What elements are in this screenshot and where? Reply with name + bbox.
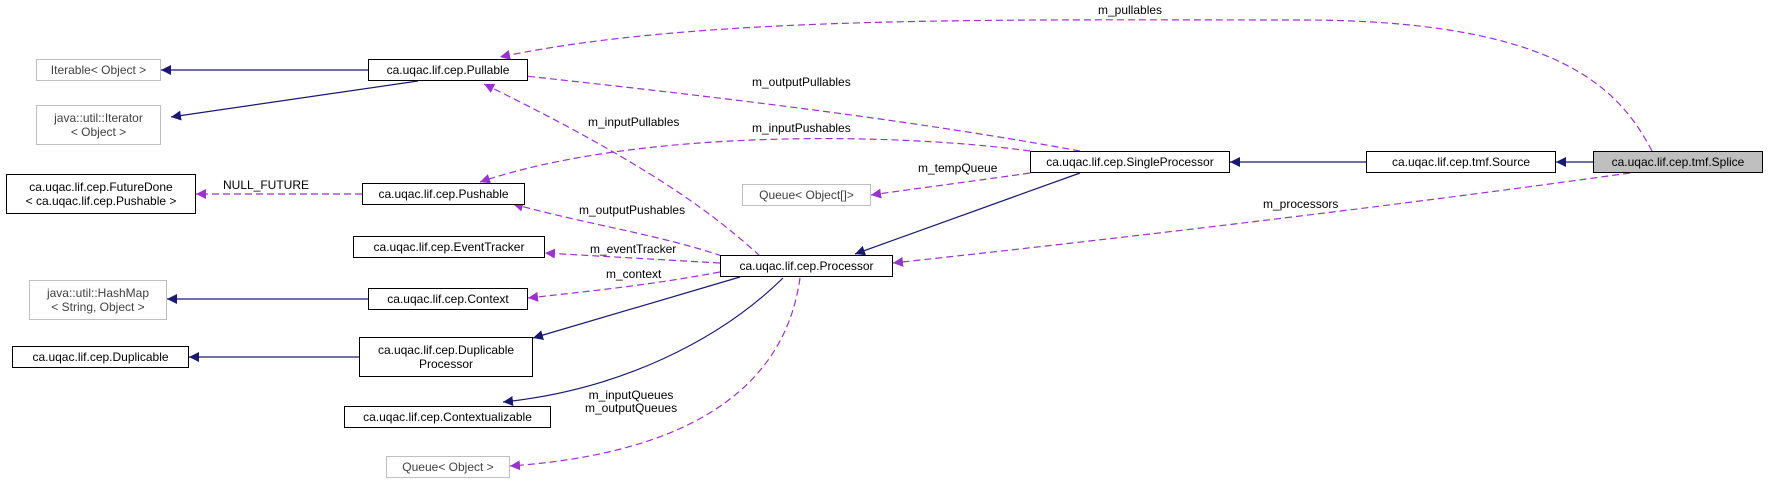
node-single-processor[interactable]: ca.uqac.lif.cep.SingleProcessor (1030, 151, 1230, 173)
label-m-processors: m_processors (1263, 197, 1339, 211)
label-null-future: NULL_FUTURE (223, 178, 310, 192)
node-pullable[interactable]: ca.uqac.lif.cep.Pullable (368, 59, 528, 81)
label-m-output-pushables: m_outputPushables (579, 203, 686, 217)
label-m-context: m_context (606, 267, 662, 281)
node-context[interactable]: ca.uqac.lif.cep.Context (368, 288, 528, 310)
node-queue-object[interactable]: Queue< Object > (386, 456, 510, 478)
node-source[interactable]: ca.uqac.lif.cep.tmf.Source (1366, 151, 1556, 173)
edge-processor-pushable-m_outputpushables (512, 201, 723, 257)
node-hashmap[interactable]: java::util::HashMap < String, Object > (29, 280, 167, 320)
node-queue-array[interactable]: Queue< Object[]> (742, 184, 871, 206)
edge-processor-contextualizable (502, 277, 784, 406)
edge-pullable-iterator (170, 80, 419, 121)
node-splice[interactable]: ca.uqac.lif.cep.tmf.Splice (1593, 151, 1763, 173)
edge-singleprocessor-pullable-m_outputpullables (515, 71, 1081, 152)
edge-processor-queueobject-m_queues (509, 277, 801, 471)
label-m-pullables: m_pullables (1098, 3, 1163, 17)
node-duplicable[interactable]: ca.uqac.lif.cep.Duplicable (12, 346, 189, 368)
edge-processor-pullable-m_inputpullables (483, 83, 761, 257)
label-m-temp-queue: m_tempQueue (918, 161, 998, 175)
label-m-output-pullables: m_outputPullables (752, 75, 851, 89)
node-future-done[interactable]: ca.uqac.lif.cep.FutureDone < ca.uqac.lif… (6, 174, 196, 214)
node-iterator[interactable]: java::util::Iterator < Object > (36, 105, 161, 145)
node-pushable[interactable]: ca.uqac.lif.cep.Pushable (362, 183, 525, 205)
edge-processor-context-m_context (527, 271, 721, 302)
label-m-input-pushables: m_inputPushables (752, 121, 851, 135)
edge-singleprocessor-queuearray-m_tempqueue (870, 172, 1031, 199)
edge-processor-dupprocessor (532, 276, 741, 340)
node-contextualizable[interactable]: ca.uqac.lif.cep.Contextualizable (344, 406, 551, 428)
edge-splice-pullable-m_pullables (499, 19, 1653, 152)
node-duplicable-processor[interactable]: ca.uqac.lif.cep.Duplicable Processor (359, 337, 533, 377)
edge-singleprocessor-pushable-m_inputpushables (479, 137, 1031, 184)
edge-processor-eventtracker-m_eventtracker (544, 248, 721, 264)
edge-singleprocessor-processor (854, 172, 1081, 256)
label-m-event-tracker: m_eventTracker (590, 242, 677, 256)
edge-splice-processor-m_processors (892, 172, 1631, 267)
label-m-input-pullables: m_inputPullables (588, 115, 680, 129)
node-event-tracker[interactable]: ca.uqac.lif.cep.EventTracker (353, 236, 545, 258)
node-processor[interactable]: ca.uqac.lif.cep.Processor (720, 255, 893, 277)
node-iterable[interactable]: Iterable< Object > (36, 59, 161, 81)
label-m-queues: m_inputQueues m_outputQueues (585, 388, 678, 415)
